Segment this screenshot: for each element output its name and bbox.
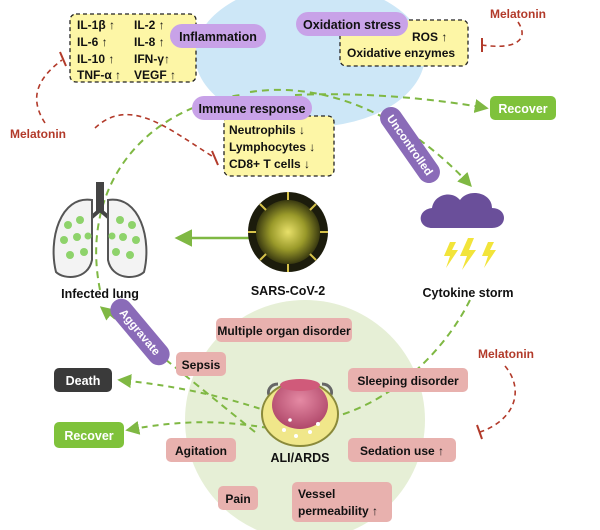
melatonin-left-immune-bar — [211, 150, 219, 166]
death-label: Death — [66, 374, 101, 388]
ali-to-death-arrow — [117, 374, 271, 413]
vessel-box — [292, 482, 392, 522]
cytokine-item: IL-8 ↑ — [134, 35, 165, 49]
agitation-box — [166, 438, 236, 462]
melatonin-label-top-right: Melatonin — [490, 7, 546, 21]
cytokine-item: IL-2 ↑ — [134, 18, 165, 32]
alveoli-icon — [261, 379, 339, 447]
immune-title: Immune response — [199, 102, 306, 116]
recover-bottom-button — [54, 422, 124, 448]
vessel-label-line1: Vessel — [298, 487, 335, 501]
sedation-label: Sedation use ↑ — [360, 444, 444, 458]
virus-icon — [248, 192, 328, 272]
cytokine-item: IL-10 ↑ — [77, 52, 114, 66]
oxidation-item-enzymes: Oxidative enzymes — [347, 46, 455, 60]
sepsis-box — [176, 352, 226, 376]
immune-item: Neutrophils ↓ — [229, 123, 305, 137]
cytokine-item: IFN-γ↑ — [134, 52, 170, 66]
aggravate-pill: Aggravate — [110, 298, 170, 366]
sepsis-label: Sepsis — [182, 358, 221, 372]
vessel-label-line2: permeability ↑ — [298, 504, 378, 518]
sedation-box — [348, 438, 456, 462]
cytokine-item: IL-6 ↑ — [77, 35, 108, 49]
sars-label: SARS-CoV-2 — [251, 284, 325, 298]
sleeping-box — [348, 368, 468, 392]
ali-to-recover-arrow — [125, 421, 269, 435]
cytokine-storm-label: Cytokine storm — [423, 286, 514, 300]
recover-top-label: Recover — [498, 102, 547, 116]
multiple-organ-label: Multiple organ disorder — [217, 324, 351, 338]
lung-icon — [52, 182, 148, 278]
pain-box — [218, 486, 258, 510]
melatonin-bottom-inhibit — [479, 365, 516, 433]
infected-lung-label: Infected lung — [61, 287, 139, 301]
recover-top-button — [490, 96, 556, 120]
melatonin-left-inhibit — [35, 59, 63, 124]
immune-pill — [192, 96, 312, 120]
uncontrolled-pill: Uncontrolled — [380, 106, 440, 184]
immune-item: CD8+ T cells ↓ — [229, 157, 310, 171]
pain-label: Pain — [225, 492, 250, 506]
recover-top-arrow — [294, 93, 489, 113]
death-button — [54, 368, 112, 392]
multiple-organ-box — [216, 318, 352, 342]
recover-bottom-label: Recover — [64, 429, 113, 443]
melatonin-bottom-inhibit-bar — [476, 424, 483, 440]
cytokine-item: VEGF ↑ — [134, 68, 176, 82]
oxidation-pill — [296, 12, 408, 36]
melatonin-top-inhibit — [481, 21, 523, 47]
inflammation-pill — [170, 24, 266, 48]
ali-label: ALI/ARDS — [270, 451, 329, 465]
oxidation-item-ros: ROS ↑ — [412, 30, 447, 44]
immune-item: Lymphocytes ↓ — [229, 140, 315, 154]
oxidation-title: Oxidation stress — [303, 18, 401, 32]
inflammation-box — [69, 13, 197, 83]
melatonin-left-immune-inhibit — [94, 113, 216, 159]
sleeping-label: Sleeping disorder — [357, 374, 459, 388]
melatonin-label-bottom-right: Melatonin — [478, 347, 534, 361]
cytokine-item: IL-1β ↑ — [77, 18, 115, 32]
storm-cloud-icon — [420, 193, 504, 270]
cycle-arc-top — [249, 88, 472, 188]
cytokine-item: TNF-α ↑ — [77, 68, 121, 82]
melatonin-left-inhibit-bar — [59, 51, 67, 67]
inflammation-title: Inflammation — [179, 30, 257, 44]
agitation-label: Agitation — [175, 444, 227, 458]
uncontrolled-label: Uncontrolled — [384, 113, 435, 178]
melatonin-label-left: Melatonin — [10, 127, 66, 141]
cytokine-list: IL-1β ↑ IL-2 ↑ IL-6 ↑ IL-8 ↑ IL-10 ↑ IFN… — [77, 18, 176, 82]
